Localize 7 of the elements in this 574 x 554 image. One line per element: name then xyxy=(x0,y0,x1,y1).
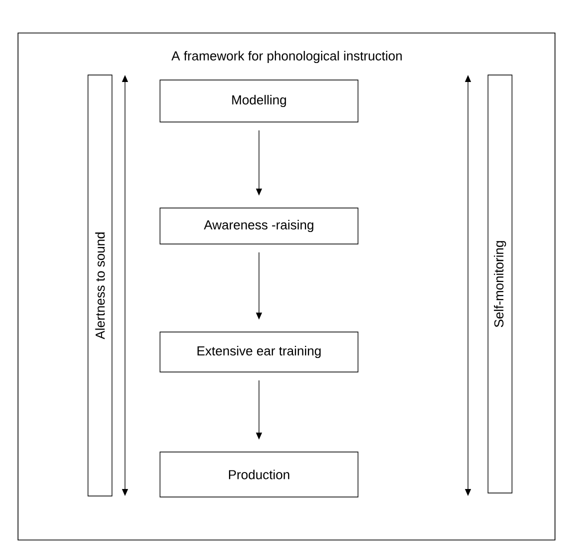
process-box: Production xyxy=(160,452,358,498)
process-box: Extensive ear training xyxy=(160,332,358,372)
side-box: Alertness to sound xyxy=(88,74,112,496)
title: A framework for phonological instruction xyxy=(171,50,402,64)
process-box: Modelling xyxy=(160,80,358,122)
side-box: Self-monitoring xyxy=(488,74,512,494)
process-box: Awareness -raising xyxy=(160,208,358,244)
